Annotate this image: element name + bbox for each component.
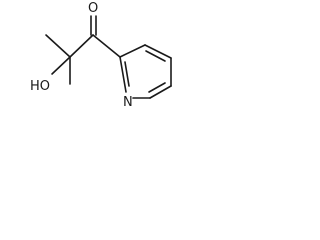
molecule-drawing: O HO N [30, 1, 172, 110]
methyl-up-bond [45, 34, 71, 58]
ring-bond-c5-c6 [149, 85, 172, 99]
oxygen-label: O [88, 1, 98, 16]
ring-inner-bond-3 [124, 61, 130, 87]
ring-inner-bond-2 [148, 82, 166, 93]
structure-diagram: O HO N [0, 0, 196, 134]
c-oh-bond [51, 56, 71, 75]
c-c-bond-right [92, 34, 121, 58]
ring-bond-c3-c4 [144, 44, 172, 59]
c-c-bond-left [69, 34, 94, 58]
ring-bond-c2-c3 [119, 44, 146, 58]
nitrogen-label: N [123, 95, 133, 110]
ring-inner-bond-1 [145, 50, 166, 62]
ring-bond-n-c2 [119, 56, 127, 93]
hydroxyl-label: HO [30, 79, 50, 94]
